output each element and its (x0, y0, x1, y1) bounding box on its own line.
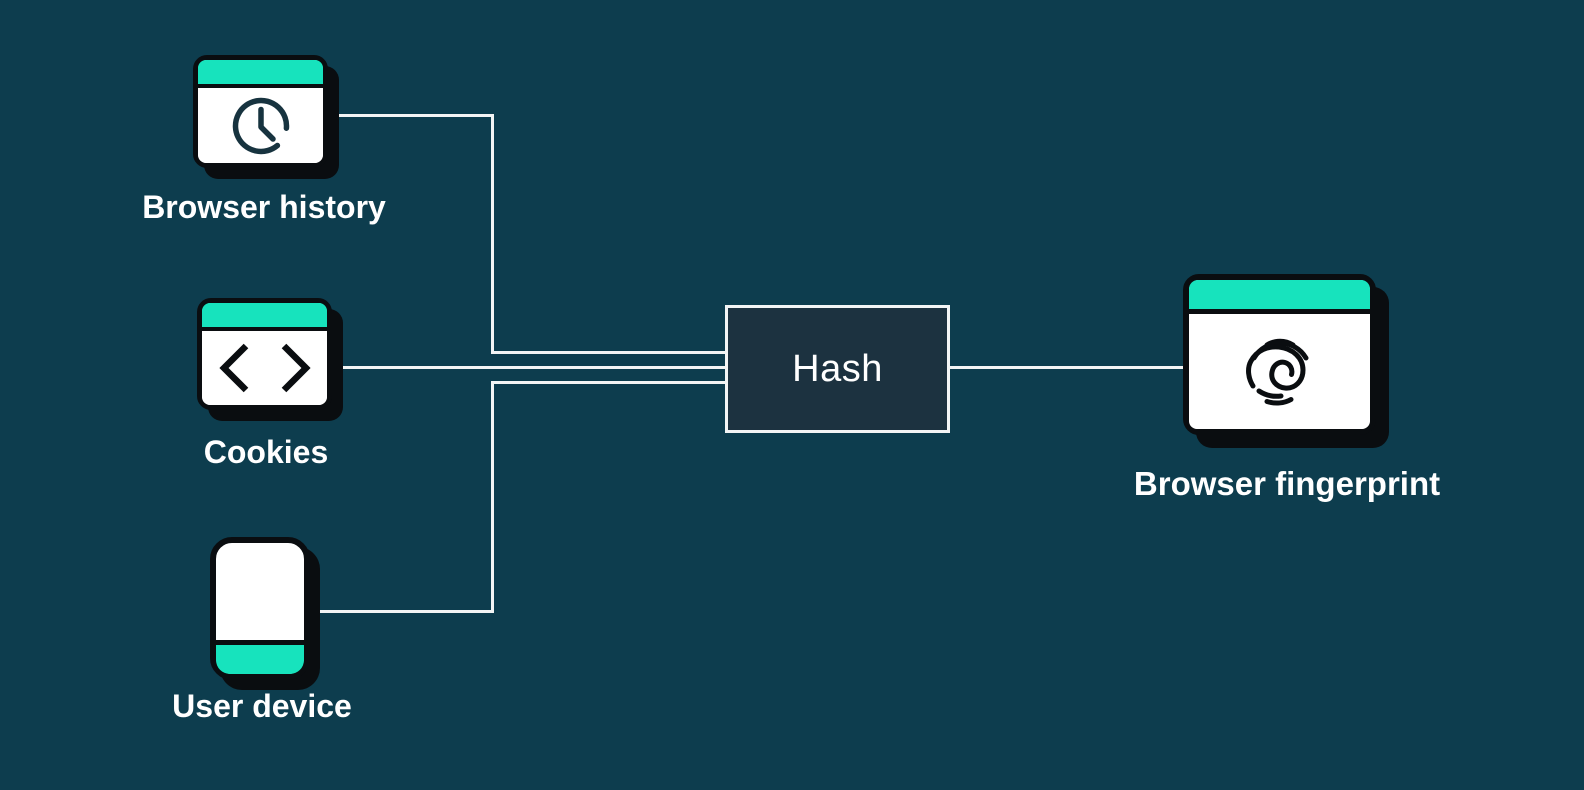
window-body (198, 88, 323, 163)
connector-cookies-to-hash (328, 366, 727, 369)
connector-user-device-to-hash (491, 381, 727, 384)
window-titlebar (198, 60, 323, 88)
code-brackets-icon (218, 343, 311, 393)
browser-history-node (193, 55, 328, 168)
window-titlebar (1189, 280, 1370, 314)
window-titlebar (202, 303, 327, 331)
browser-fingerprint-label: Browser fingerprint (1133, 465, 1441, 502)
connector-hash-to-browser-fingerprint (948, 366, 1186, 369)
browser-fingerprint-node (1183, 274, 1376, 435)
clock-history-icon (232, 97, 289, 154)
cookies-label: Cookies (203, 434, 329, 470)
connector-user-device-to-hash (306, 610, 494, 613)
hash-node: Hash (725, 305, 950, 433)
window-body (202, 331, 327, 405)
browser-history-label: Browser history (142, 189, 386, 225)
connector-browser-history-to-hash (491, 114, 494, 354)
cookies-node (197, 298, 332, 410)
user-device-label: User device (172, 688, 352, 724)
connector-browser-history-to-hash (491, 351, 727, 354)
fingerprint-icon (1245, 338, 1308, 406)
window-body (1189, 314, 1370, 429)
connector-browser-history-to-hash (324, 114, 494, 117)
user-device-node (210, 537, 310, 680)
hash-label: Hash (792, 347, 883, 390)
phone-icon (216, 640, 304, 674)
connector-user-device-to-hash (491, 381, 494, 613)
